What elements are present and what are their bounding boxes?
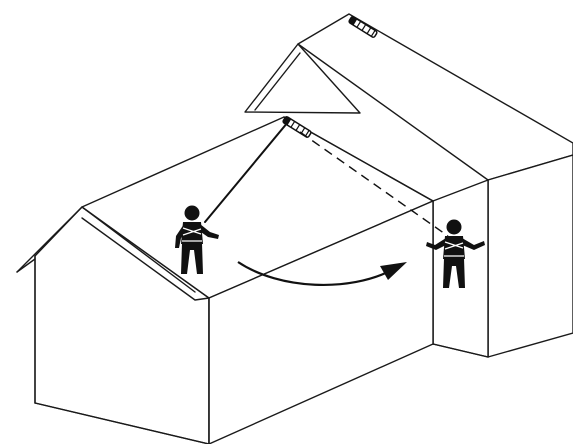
swing-path-arrow (237, 261, 407, 287)
connector-base (432, 343, 489, 358)
worker-fallen (426, 219, 485, 288)
main-house-fascia-inner (81, 217, 210, 301)
lifeline-to-roof-worker (204, 121, 289, 223)
rear-house-gable-trim (254, 52, 301, 111)
rear-house (244, 13, 573, 358)
worker-fallen-legs (443, 258, 465, 288)
rear-house-wall (487, 154, 573, 358)
worker-fallen-head (446, 219, 462, 235)
main-house-fascia (16, 206, 196, 293)
lifeline-swing-dashed (299, 131, 449, 237)
main-house-eave-left (16, 258, 36, 273)
worker-on-roof-arm-right (198, 224, 219, 239)
anchor-rear-ridge (348, 16, 378, 38)
anchor-main-ridge (282, 116, 312, 138)
anchor-rear-icon (348, 16, 378, 38)
worker-fallen-torso (443, 236, 465, 259)
worker-on-roof-torso (181, 222, 203, 244)
worker-on-roof-head (184, 205, 200, 221)
swing-arrowhead (380, 262, 407, 280)
swing-arc (237, 261, 393, 287)
anchor-main-icon (282, 116, 312, 138)
main-house (16, 116, 434, 444)
rear-house-roof (297, 13, 573, 181)
worker-on-roof-legs (181, 243, 203, 274)
main-house-base (34, 402, 210, 444)
worker-fallen-arm-left (426, 238, 448, 250)
rear-house-gable (244, 43, 361, 114)
worker-on-roof (175, 205, 219, 274)
worker-fallen-arm-right (460, 238, 485, 250)
worker-on-roof-arm-left (175, 224, 187, 248)
